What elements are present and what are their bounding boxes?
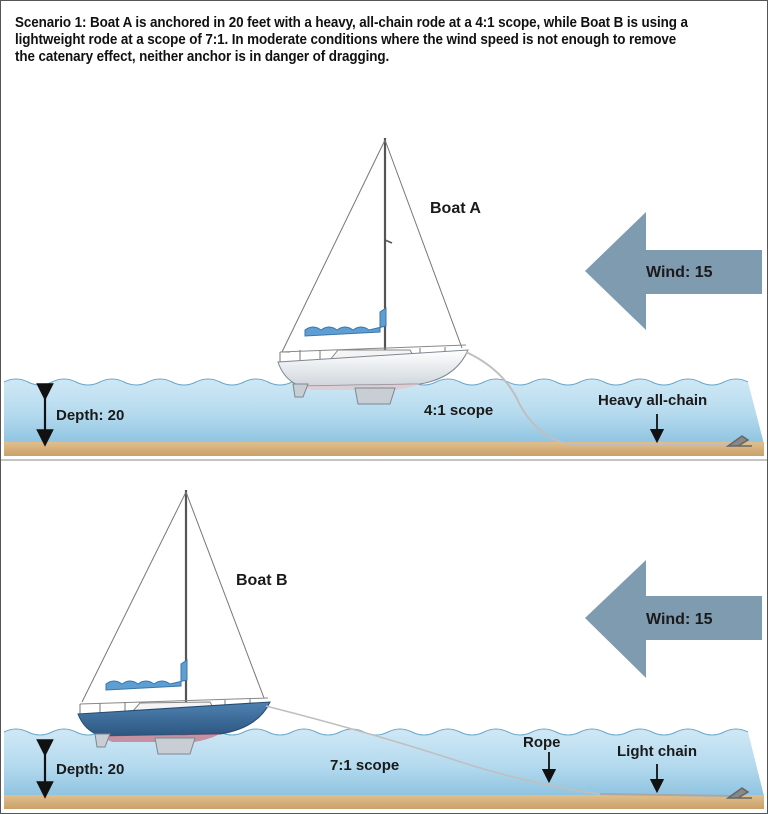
water-b: [4, 729, 764, 796]
scope-label-a: 4:1 scope: [424, 402, 493, 419]
rope-label-b: Rope: [523, 734, 561, 751]
depth-label-b: Depth: 20: [56, 761, 124, 778]
caption-lead: Scenario 1: [15, 15, 83, 31]
anchor-b: [725, 787, 752, 799]
panel-a: Boat A Wind: 15 Depth: 20 4:1 scope Heav…: [3, 138, 764, 456]
wind-label-b: Wind: 15: [646, 611, 713, 628]
rode-label-a: Heavy all-chain: [598, 392, 707, 409]
water-a: [4, 379, 764, 444]
rode-chain-a: [465, 351, 735, 445]
rode-rope-b: [265, 705, 601, 795]
panel-b: Boat B Wind: 15 Depth: 20 7:1 scope Rope…: [3, 490, 764, 809]
seabed-b: [4, 795, 764, 809]
scope-label-b: 7:1 scope: [330, 757, 399, 774]
wind-arrow-b: [585, 560, 762, 678]
seabed-a: [4, 442, 764, 456]
caption-text: : Boat A is anchored in 20 feet with a h…: [15, 15, 688, 65]
anchor-a: [725, 435, 752, 447]
wind-arrow-a: [585, 212, 762, 330]
depth-label-a: Depth: 20: [56, 407, 124, 424]
chain-label-b: Light chain: [617, 743, 697, 760]
boat-a: [277, 138, 469, 405]
boat-a-label: Boat A: [430, 200, 481, 217]
boat-b: [77, 490, 271, 755]
rode-chain-b: [599, 793, 736, 797]
wind-label-a: Wind: 15: [646, 264, 713, 281]
scenario-caption: Scenario 1: Boat A is anchored in 20 fee…: [15, 15, 696, 66]
boat-b-label: Boat B: [236, 572, 288, 589]
